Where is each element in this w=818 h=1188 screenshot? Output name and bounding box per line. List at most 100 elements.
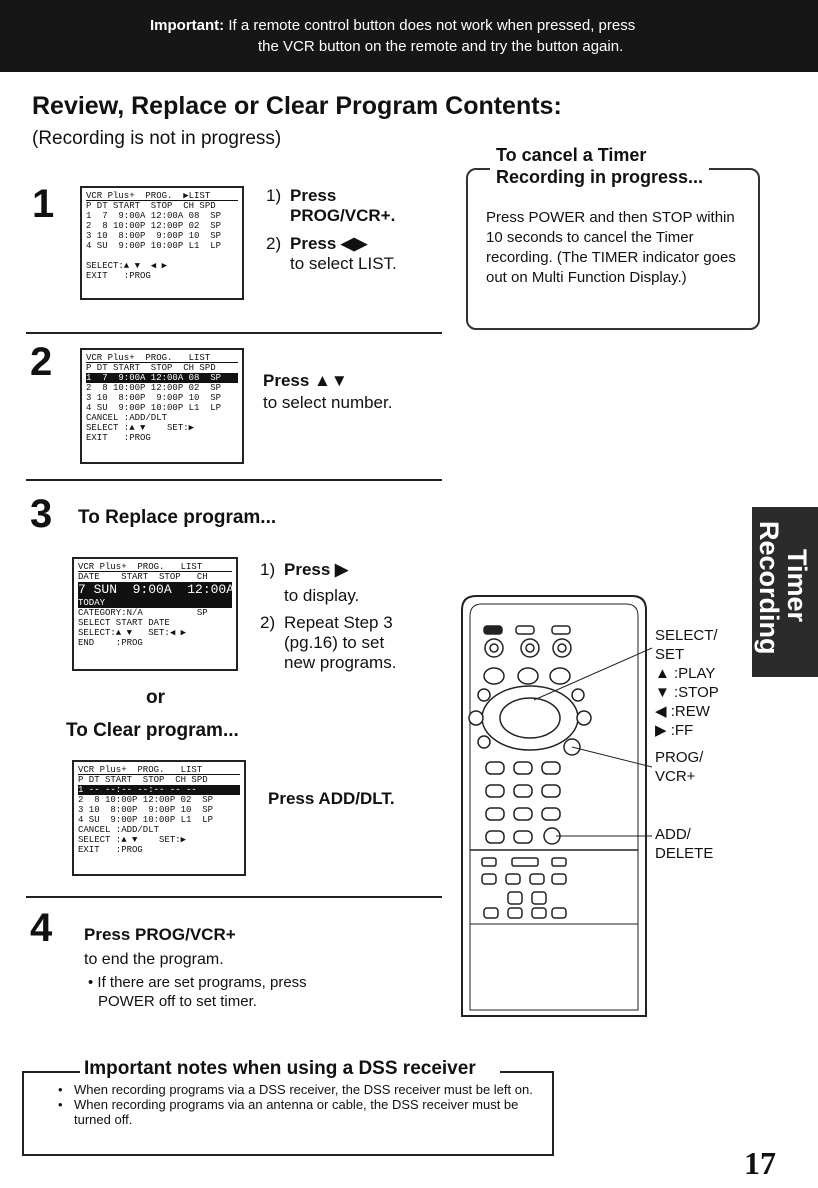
banner-text-1: If a remote control button does not work…	[224, 17, 636, 34]
label-add-line-1: ADD/	[655, 826, 691, 843]
step-3-number: 3	[30, 492, 53, 536]
clear-instruction: Press ADD/DLT.	[268, 789, 395, 808]
label-rew: ◀ :REW	[655, 703, 710, 720]
label-add-delete: ADD/ DELETE	[655, 825, 713, 863]
screen-row: DATE START STOP CH	[78, 572, 208, 582]
side-tab-line-2: Recording	[754, 521, 784, 655]
dss-note-item: When recording programs via an antenna o…	[56, 1097, 536, 1127]
screen-row: 4 SU 9:00P 10:00P L1 LP	[86, 403, 222, 413]
step-3-instr-2-a: Repeat Step 3	[284, 613, 393, 632]
side-tab-line-1: Timer	[782, 549, 812, 623]
screen-row: SELECT:▲ ▼ SET:◀ ▶	[78, 628, 187, 638]
step-2-number: 2	[30, 340, 53, 384]
screen-row: P DT START STOP CH SPD	[86, 363, 216, 373]
or-separator: or	[146, 687, 165, 708]
screen-row: SELECT :▲ ▼ SET:▶	[86, 423, 195, 433]
cancel-timer-heading: To cancel a Timer Recording in progress.…	[490, 144, 710, 188]
screen-row: VCR Plus+ PROG. LIST	[78, 562, 232, 572]
step-1-instr-1-a: Press	[290, 186, 337, 205]
step-4-bullet-1: • If there are set programs, press	[88, 974, 307, 991]
label-select-line-1: SELECT/	[655, 627, 718, 644]
label-add-line-2: DELETE	[655, 845, 714, 862]
screen-row: 2 8 10:00P 12:00P 02 SP	[86, 221, 222, 231]
notes-top-rule-left	[22, 1071, 82, 1073]
cancel-timer-body: Press POWER and then STOP within 10 seco…	[486, 209, 736, 286]
step-3-instr-2-c: new programs.	[284, 653, 397, 672]
section-side-tab: Timer Recording	[752, 507, 818, 677]
screen-row: VCR Plus+ PROG. LIST	[78, 765, 240, 775]
label-stop: ▼ :STOP	[655, 684, 719, 701]
step-2-instr-a: Press ▲▼	[263, 371, 348, 390]
screen-row: P DT START STOP CH SPD	[86, 201, 216, 211]
notes-top-rule-right	[500, 1071, 554, 1073]
step-1-instr-2-a: Press ◀▶	[290, 234, 368, 253]
dss-notes-heading: Important notes when using a DSS receive…	[80, 1058, 480, 1080]
step-3-heading: To Replace program...	[78, 507, 277, 528]
screen-row-selected: 1 -- --:-- --:-- -- --	[78, 785, 240, 795]
screen-row: CANCEL :ADD/DLT	[86, 413, 168, 423]
label-play: ▲ :PLAY	[655, 665, 716, 682]
top-banner: Important: If a remote control button do…	[0, 0, 818, 72]
step-3-instr-2-b: (pg.16) to set	[284, 633, 385, 652]
label-select-set: SELECT/ SET ▲ :PLAY ▼ :STOP ◀ :REW ▶ :FF	[655, 626, 719, 740]
step-2-screen: VCR Plus+ PROG. LIST P DT START STOP CH …	[80, 348, 244, 464]
screen-row-selected: 1 7 9:00A 12:00A 08 SP	[86, 373, 238, 383]
screen-row: CATEGORY:N/A SP	[78, 608, 208, 618]
clear-heading: To Clear program...	[66, 720, 239, 741]
screen-row: VCR Plus+ PROG. LIST	[86, 353, 238, 363]
screen-row: EXIT :PROG	[86, 271, 151, 281]
label-prog-vcr: PROG/ VCR+	[655, 748, 703, 786]
step-1-instr-1-b: PROG/VCR+.	[290, 206, 396, 225]
step-4-line: to end the program.	[84, 951, 224, 968]
label-ff: ▶ :FF	[655, 722, 694, 739]
screen-row: 3 10 8:00P 9:00P 10 SP	[86, 231, 222, 241]
remote-control-illustration	[461, 595, 653, 1017]
divider	[26, 479, 442, 481]
divider	[26, 332, 442, 334]
dss-notes-list: When recording programs via a DSS receiv…	[56, 1082, 536, 1127]
screen-row	[86, 251, 238, 261]
step-1-screen: VCR Plus+ PROG. ▶LIST P DT START STOP CH…	[80, 186, 244, 300]
screen-row: 1 7 9:00A 12:00A 08 SP	[86, 211, 222, 221]
screen-row: 2 8 10:00P 12:00P 02 SP	[78, 795, 214, 805]
label-prog-line-2: VCR+	[655, 768, 696, 785]
step-3-clear-screen: VCR Plus+ PROG. LIST P DT START STOP CH …	[72, 760, 246, 876]
step-3-instr-1-num: 1)	[260, 560, 276, 579]
step-4-number: 4	[30, 906, 53, 950]
step-3-instr-1-b: to display.	[284, 586, 360, 605]
screen-row: SELECT:▲ ▼ ◀ ▶	[86, 261, 168, 271]
dss-notes-box	[22, 1073, 554, 1156]
banner-line-1: Important: If a remote control button do…	[150, 16, 635, 36]
screen-row-date: 7 SUN 9:00A 12:00A 08	[78, 582, 232, 598]
screen-row: SELECT START DATE	[78, 618, 170, 628]
screen-row: 4 SU 9:00P 10:00P L1 LP	[78, 815, 214, 825]
cancel-heading-line-2: Recording in progress...	[496, 167, 704, 187]
page-title: Review, Replace or Clear Program Content…	[32, 92, 562, 120]
step-4-bullet-2: POWER off to set timer.	[98, 993, 257, 1010]
screen-row: TODAY	[78, 598, 232, 608]
screen-row: 4 SU 9:00P 10:00P L1 LP	[86, 241, 222, 251]
step-3-replace-screen: VCR Plus+ PROG. LIST DATE START STOP CH …	[72, 557, 238, 671]
screen-row: SELECT :▲ ▼ SET:▶	[78, 835, 187, 845]
divider	[26, 896, 442, 898]
screen-row: EXIT :PROG	[78, 845, 143, 855]
step-3-instr-2-num: 2)	[260, 613, 276, 632]
banner-line-2: the VCR button on the remote and try the…	[258, 38, 624, 55]
banner-important-label: Important:	[150, 17, 225, 34]
step-4-heading: Press PROG/VCR+	[84, 925, 236, 944]
label-select-line-2: SET	[655, 646, 685, 663]
screen-row: 3 10 8:00P 9:00P 10 SP	[86, 393, 222, 403]
cancel-heading-line-1: To cancel a Timer	[496, 145, 647, 165]
step-3-instr-1-a: Press ▶	[284, 560, 349, 579]
step-1-instr-1-num: 1)	[266, 186, 282, 205]
screen-row: END :PROG	[78, 638, 143, 648]
screen-row: P DT START STOP CH SPD	[78, 775, 208, 785]
dss-note-item: When recording programs via a DSS receiv…	[56, 1082, 536, 1097]
step-2-instr-b: to select number.	[263, 393, 393, 412]
label-prog-line-1: PROG/	[655, 749, 704, 766]
page-subtitle: (Recording is not in progress)	[32, 128, 282, 149]
screen-row: CANCEL :ADD/DLT	[78, 825, 160, 835]
page-number: 17	[744, 1145, 776, 1181]
screen-row: 2 8 10:00P 12:00P 02 SP	[86, 383, 222, 393]
screen-row: VCR Plus+ PROG. ▶LIST	[86, 191, 238, 201]
